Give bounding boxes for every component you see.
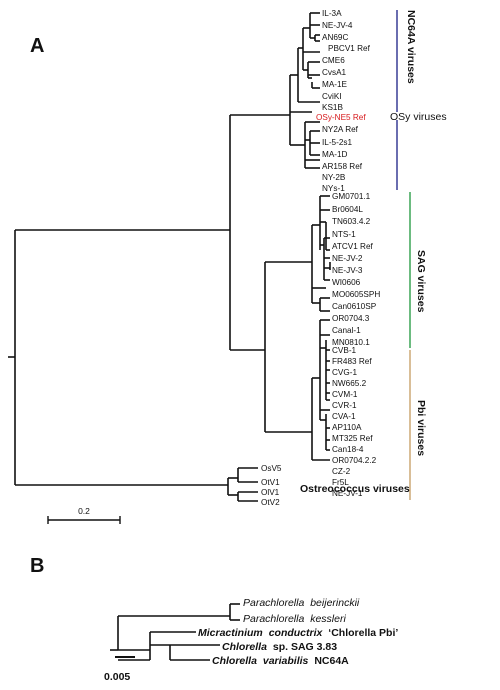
leaf-canal1: Canal-1: [332, 326, 361, 335]
leaf-cme6: CME6: [322, 56, 345, 65]
leaf-il52s1: IL-5-2s1: [322, 138, 352, 147]
leaf-pbcv1: PBCV1 Ref: [328, 44, 371, 53]
leaf-ap110a: AP110A: [332, 423, 362, 432]
leaf-ma1d: MA-1D: [322, 150, 348, 159]
leaf-an69c: AN69C: [322, 33, 348, 42]
panel-a-leaves: IL-3A NE-JV-4 AN69C PBCV1 Ref CME6 CvsA1…: [316, 9, 380, 347]
leaf-ny2a: NY2A Ref: [322, 125, 359, 134]
leaf-chlorella-variabilis: Chlorella variabilis NC64A: [212, 655, 349, 667]
leaf-wi0606: WI0606: [332, 278, 361, 287]
leaf-br0604l: Br0604L: [332, 205, 363, 214]
leaf-nejv1: NE-JV-1: [332, 489, 363, 498]
leaf-mo0605: MO0605SPH: [332, 290, 380, 299]
panel-a-lower: SAG viruses CVB-1 FR483 Ref CVG-1 NW665.…: [47, 192, 427, 524]
leaf-cvikl: CviKI: [322, 92, 342, 101]
leaf-p-beijerinckii: Parachlorella beijerinckii: [243, 597, 360, 609]
leaf-can0610: Can0610SP: [332, 302, 377, 311]
scale-label-a: 0.2: [78, 506, 90, 516]
leaf-nejv3: NE-JV-3: [332, 266, 363, 275]
panel-b-leaves: Parachlorella beijerinckii Parachlorella…: [104, 597, 398, 683]
leaf-nejv4: NE-JV-4: [322, 21, 353, 30]
leaf-nw665: NW665.2: [332, 379, 367, 388]
leaf-atcv1: ATCV1 Ref: [332, 242, 374, 251]
leaf-or07042: OR0704.2.2: [332, 456, 377, 465]
leaf-osv5: OsV5: [261, 464, 282, 473]
leaf-otv1: OtV1: [261, 478, 280, 487]
leaf-ma1e: MA-1E: [322, 80, 348, 89]
leaf-chlorella-sag: Chlorella sp. SAG 3.83: [222, 641, 337, 653]
panel-a-tree: [8, 12, 331, 502]
leaf-fr483: FR483 Ref: [332, 357, 372, 366]
leaf-cvm1: CVM-1: [332, 390, 358, 399]
leaf-gm0701: GM0701.1: [332, 192, 371, 201]
group-pbi: Pbi viruses: [415, 400, 427, 456]
leaf-mt325: MT325 Ref: [332, 434, 373, 443]
leaf-mn0810: MN0810.1: [332, 338, 370, 347]
leaf-cvsa1: CvsA1: [322, 68, 347, 77]
group-sag: SAG viruses: [415, 250, 427, 313]
leaf-olv1: OlV1: [261, 488, 280, 497]
leaf-nys1: NYs-1: [322, 184, 345, 193]
leaf-micractinium: Micractinium conductrix ‘Chlorella Pbi’: [198, 627, 398, 639]
group-nc64a: NC64A viruses: [405, 10, 417, 84]
leaf-p-kessleri: Parachlorella kessleri: [243, 613, 346, 625]
leaf-cvg1: CVG-1: [332, 368, 357, 377]
leaf-tn603: TN603.4.2: [332, 217, 371, 226]
leaf-or0704: OR0704.3: [332, 314, 370, 323]
group-osy: OSy viruses: [390, 111, 447, 123]
leaf-cz2: CZ-2: [332, 467, 351, 476]
leaf-cvb1: CVB-1: [332, 346, 357, 355]
leaf-cva1: CVA-1: [332, 412, 356, 421]
leaf-nejv2: NE-JV-2: [332, 254, 363, 263]
leaf-ny2b: NY-2B: [322, 173, 346, 182]
leaf-ks1b: KS1B: [322, 103, 343, 112]
leaf-nts1: NTS-1: [332, 230, 356, 239]
panel-a-groups: NC64A viruses OSy viruses: [390, 10, 447, 190]
leaf-fr5l: Fr5L: [332, 478, 349, 487]
leaf-il3a: IL-3A: [322, 9, 342, 18]
scale-label-b: 0.005: [104, 671, 130, 683]
panel-a-label: A: [30, 35, 44, 57]
leaf-cvr1: CVR-1: [332, 401, 357, 410]
panel-b-tree: [110, 603, 240, 661]
leaf-ar158: AR158 Ref: [322, 162, 363, 171]
leaf-can184: Can18-4: [332, 445, 364, 454]
leaf-otv2: OtV2: [261, 498, 280, 507]
panel-b-label: B: [30, 555, 44, 577]
leaf-osy-ne5: OSy-NE5 Ref: [316, 113, 366, 122]
group-ostreo: Ostreococcus viruses: [300, 483, 410, 495]
